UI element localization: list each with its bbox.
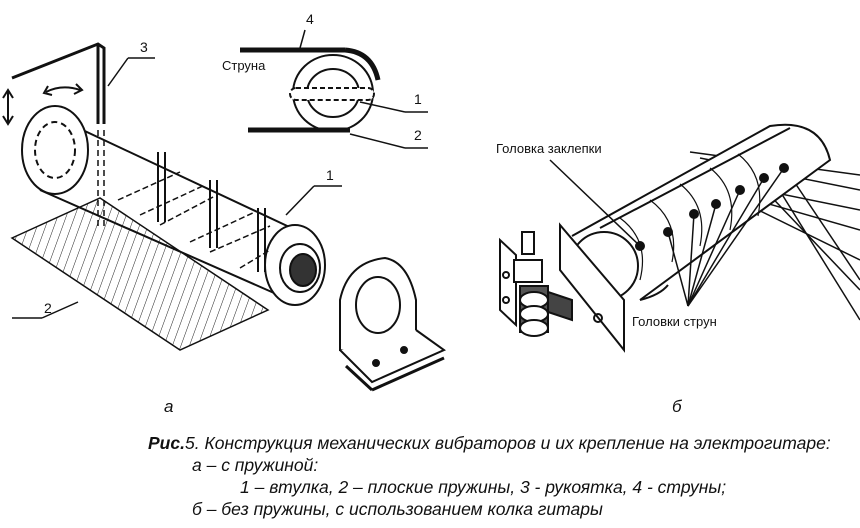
- label-springs-detail: 2: [414, 127, 422, 143]
- peg-gear: [513, 259, 573, 337]
- peg-vibrator-assembly: [499, 123, 860, 353]
- caption-title: Рис.5. Конструкция механических вибратор…: [148, 432, 831, 454]
- label-rivet-head: Головка заклепки: [496, 141, 602, 156]
- peg-plate: [559, 222, 625, 353]
- caption-number: 5.: [184, 433, 200, 453]
- label-sleeve: 1: [326, 167, 334, 183]
- caption-prefix: Рис.: [148, 433, 185, 453]
- label-string-heads: Головки струн: [632, 314, 717, 329]
- label-handle: 3: [140, 39, 148, 55]
- label-sleeve-detail: 1: [414, 91, 422, 107]
- caption-title-text: Конструкция механических вибраторов и их…: [204, 433, 831, 453]
- subfigure-b-label: б: [672, 397, 683, 416]
- handle: [11, 42, 106, 124]
- subfigure-a-label: а: [164, 397, 173, 416]
- caption-line-parts: 1 – втулка, 2 – плоские пружины, 3 - рук…: [240, 477, 727, 497]
- flat-springs: [10, 197, 270, 351]
- spring-vibrator-assembly: [2, 42, 447, 392]
- mounting-bracket: [339, 256, 447, 392]
- string-detail: [240, 29, 428, 149]
- label-strings: 4: [306, 11, 314, 27]
- label-string: Струна: [222, 58, 266, 73]
- caption-line-a: а – с пружиной:: [192, 455, 319, 475]
- label-flat-springs: 2: [44, 300, 52, 316]
- caption-line-b: б – без пружины, с использованием колка …: [192, 499, 603, 519]
